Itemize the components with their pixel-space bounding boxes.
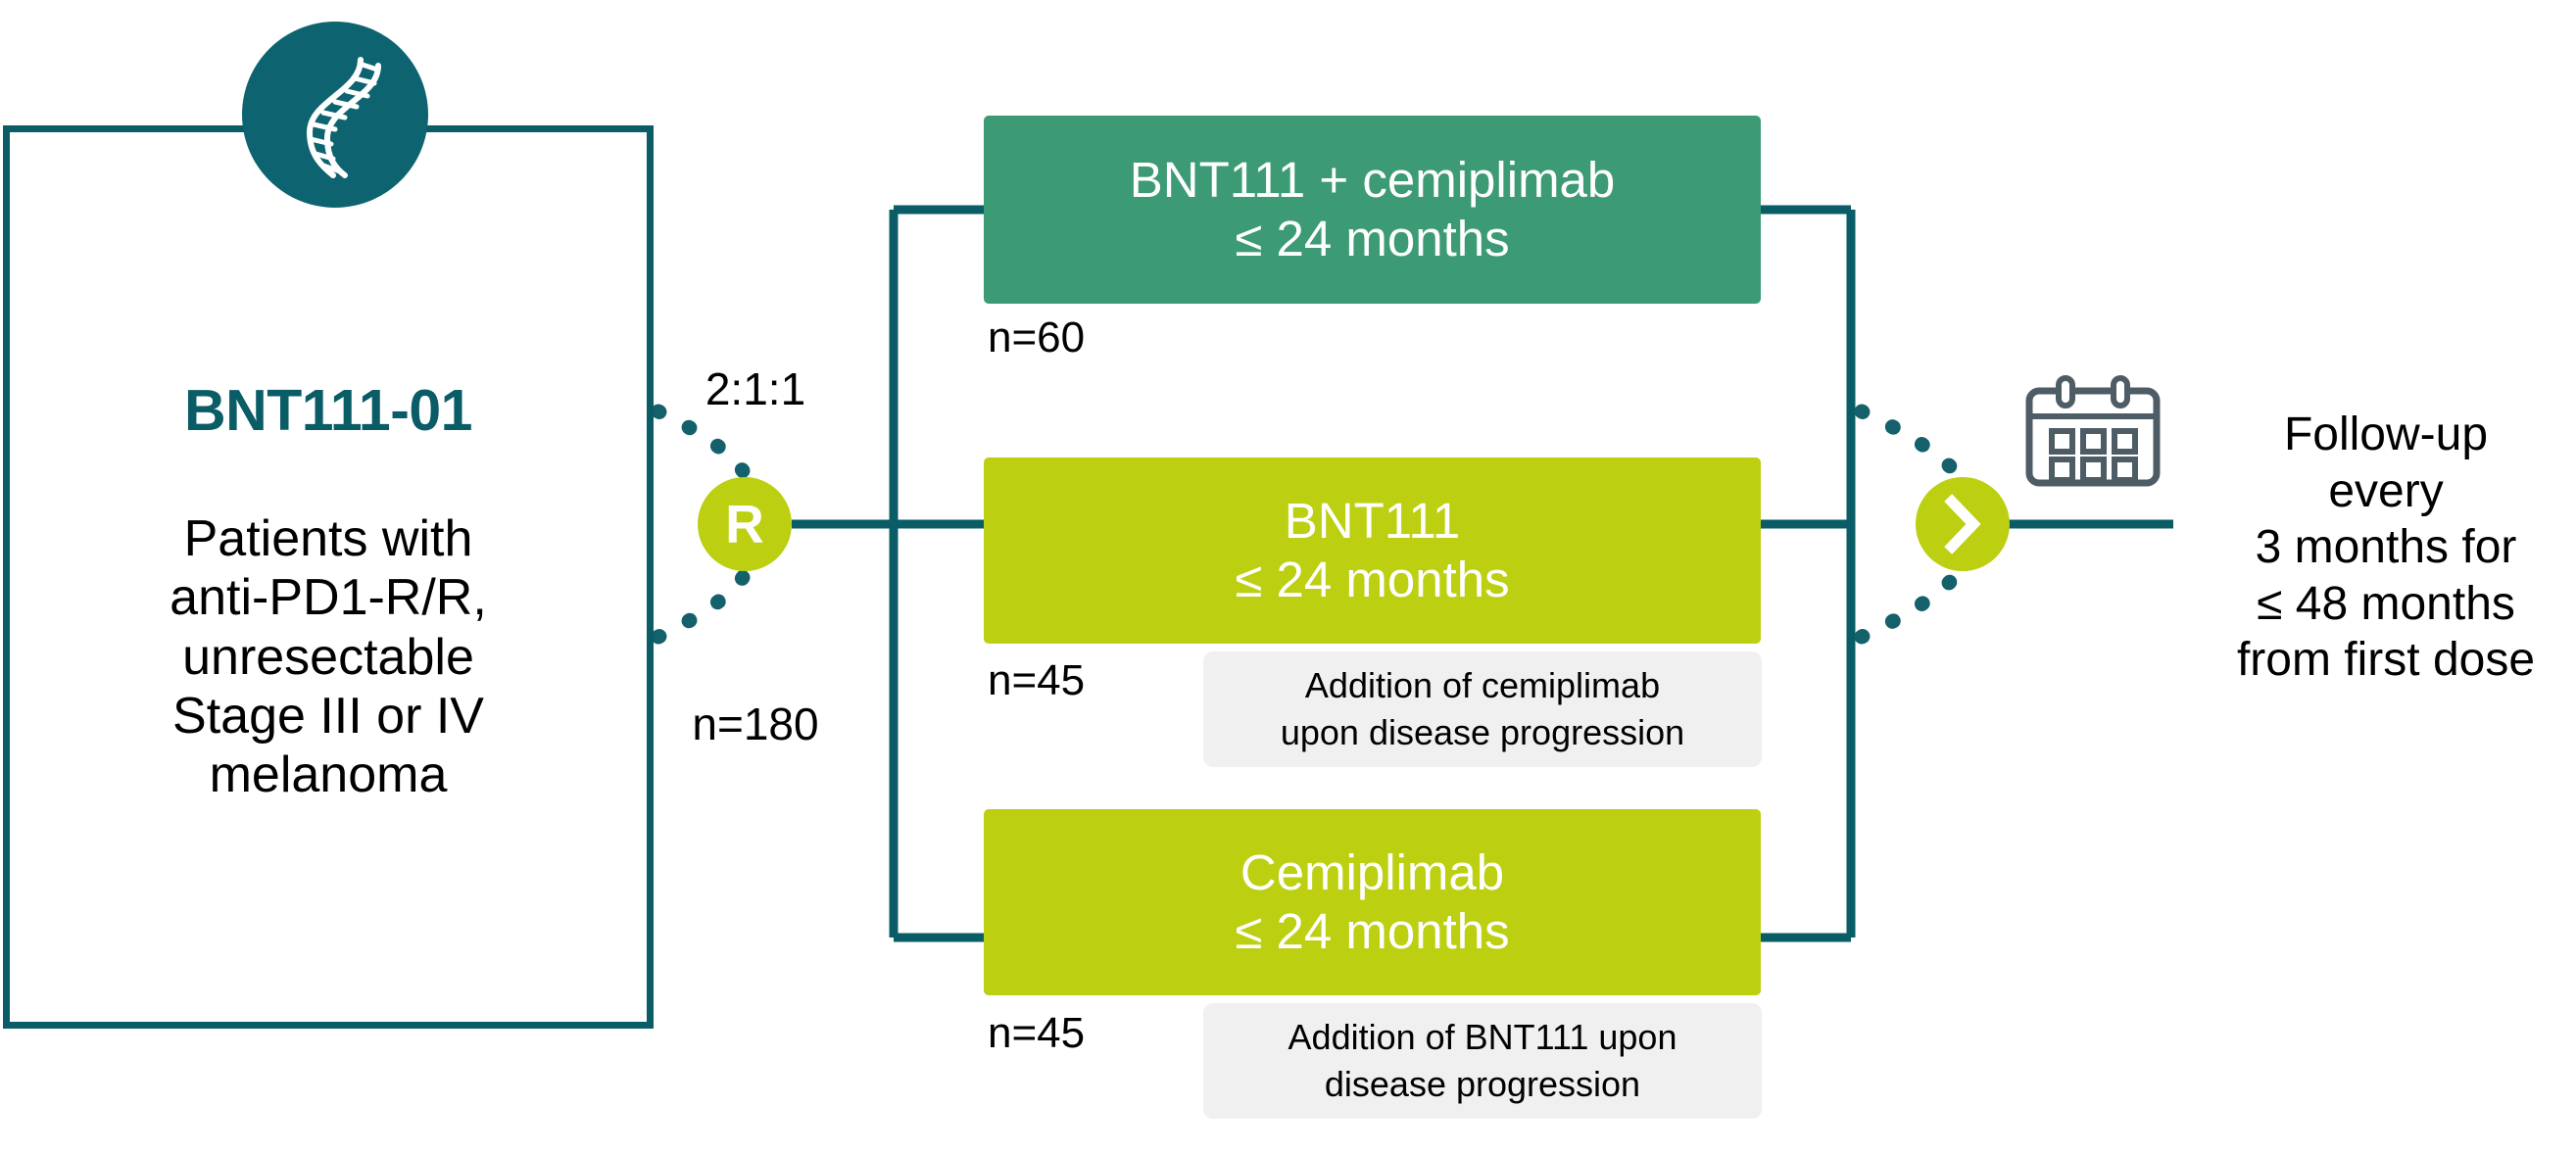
arm-n-label: n=45 [988, 1009, 1086, 1057]
followup-line: 3 months for [2255, 521, 2517, 574]
population-box [3, 125, 654, 1029]
arm-label: BNT111 [1284, 492, 1461, 549]
arm-duration: ≤ 24 months [1235, 211, 1510, 266]
population-line: Patients with [183, 510, 473, 567]
crossover-line: upon disease progression [1280, 712, 1685, 752]
randomization-ratio-label: 2:1:1 [705, 363, 806, 414]
followup-line: ≤ 48 months [2257, 577, 2515, 630]
treatment-arm-box: BNT111 ≤ 24 months [984, 457, 1761, 644]
chevron-right-icon [1916, 477, 2010, 571]
crossover-line: Addition of BNT111 upon [1288, 1017, 1677, 1058]
population-line: melanoma [209, 746, 448, 804]
arm-label: BNT111 + cemiplimab [1129, 151, 1616, 208]
page-title: BNT111-01 [184, 378, 472, 443]
arm-duration: ≤ 24 months [1235, 552, 1510, 607]
crossover-line: Addition of cemiplimab [1304, 665, 1661, 706]
population-line: unresectable [182, 628, 474, 686]
population-line: Stage III or IV [172, 687, 484, 745]
followup-line: Follow-up [2283, 409, 2489, 460]
arm-label: Cemiplimab [1239, 843, 1505, 900]
arm-n-label: n=45 [988, 656, 1086, 704]
crossover-line: disease progression [1324, 1064, 1641, 1104]
calendar-icon [2020, 374, 2165, 490]
treatment-arm-box: BNT111 + cemiplimab ≤ 24 months [984, 116, 1761, 304]
population-line: anti-PD1-R/R, [170, 569, 487, 627]
followup-description: Follow-up every 3 months for ≤ 48 months… [2200, 407, 2572, 689]
population-description: Patients with anti-PD1-R/R, unresectable… [39, 509, 617, 805]
arm-duration: ≤ 24 months [1235, 903, 1510, 959]
randomization-node: R [698, 477, 792, 571]
dna-helix-icon [242, 22, 428, 208]
arm-n-label: n=60 [988, 313, 1086, 361]
crossover-note: Addition of BNT111 upon disease progress… [1203, 1003, 1762, 1119]
treatment-arm-box: Cemiplimab ≤ 24 months [984, 809, 1761, 995]
followup-line: every [2328, 464, 2444, 517]
total-enrollment-label: n=180 [692, 698, 819, 749]
crossover-note: Addition of cemiplimab upon disease prog… [1203, 651, 1762, 767]
followup-line: from first dose [2236, 634, 2536, 687]
